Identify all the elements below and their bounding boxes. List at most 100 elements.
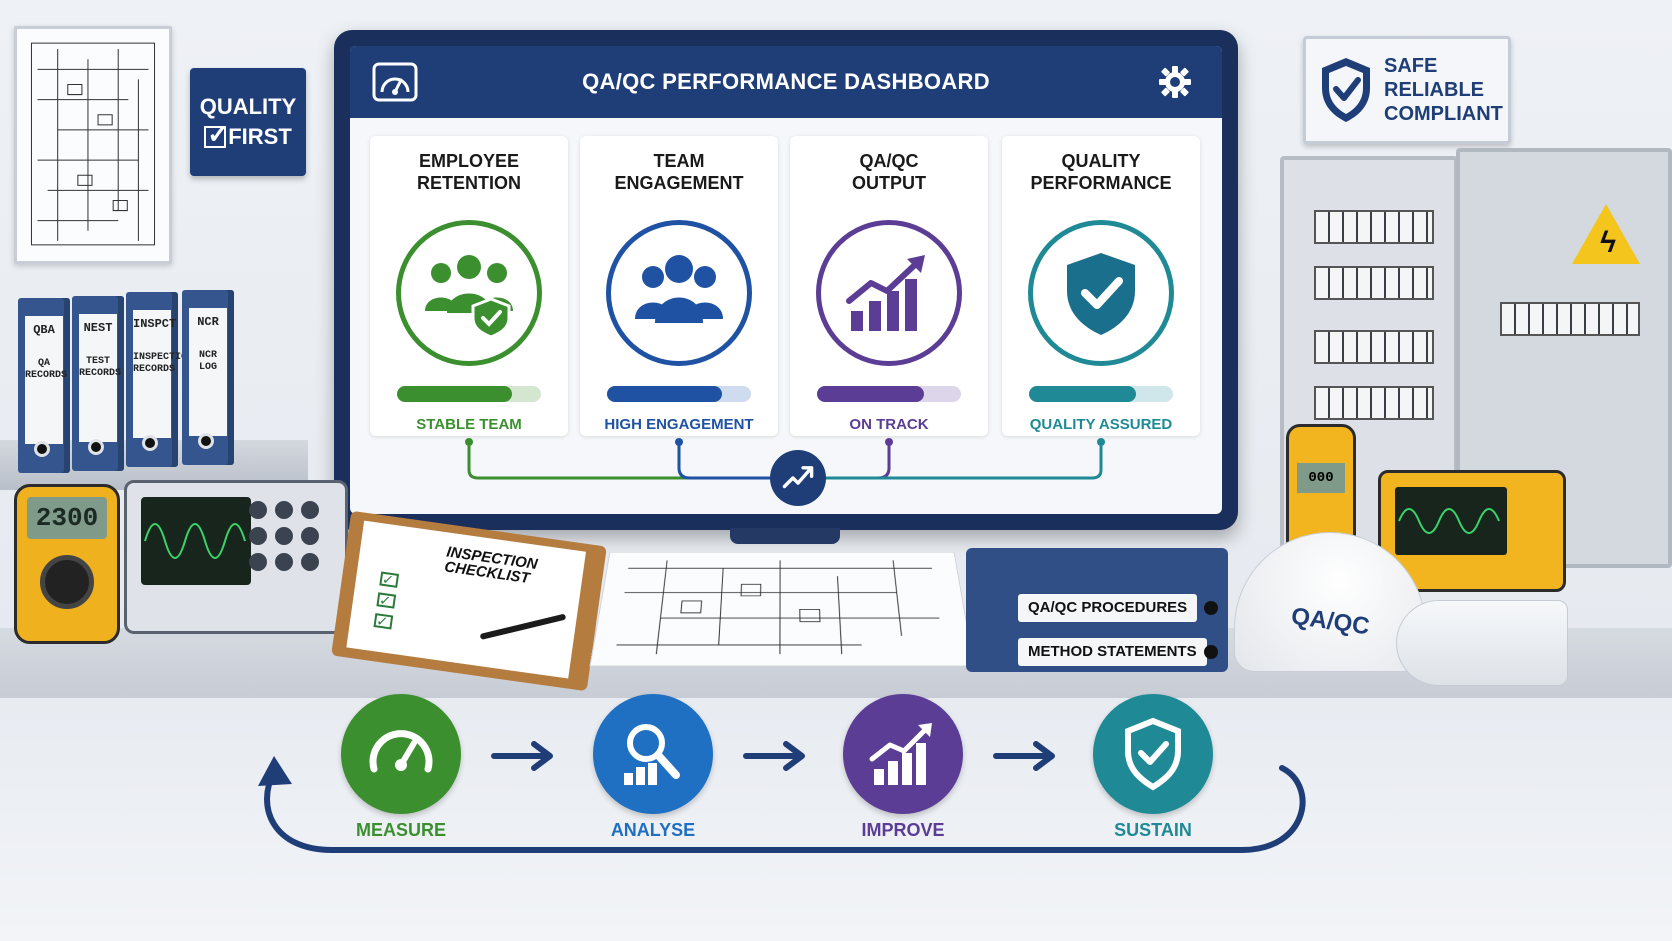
kpi-title: QA/QC OUTPUT: [790, 150, 988, 194]
dashboard-header: QA/QC PERFORMANCE DASHBOARD: [350, 46, 1222, 118]
kpi-progress-fill: [817, 386, 924, 402]
binder-label: NCR NCR LOG: [189, 308, 227, 436]
gear-icon[interactable]: [1158, 65, 1192, 99]
cycle-step-sustain[interactable]: SUSTAIN: [1088, 694, 1218, 841]
binder-ring-icon: [142, 435, 158, 451]
binder-ring-icon: [1204, 645, 1218, 659]
kpi-progress-bar: [817, 386, 961, 402]
clamp-meter-display: 000: [1297, 463, 1345, 493]
check-icon: ✓: [376, 592, 397, 609]
binder-code: INSPCT: [133, 317, 177, 331]
electrical-panel-left: [1280, 156, 1458, 556]
kpi-title-line1: TEAM: [653, 151, 705, 171]
binder-inspection-records[interactable]: INSPCT INSPECTION RECORDS: [126, 292, 193, 467]
binder-ring-icon: [198, 433, 214, 449]
arrow-right-icon: [491, 741, 553, 771]
kpi-hub[interactable]: [770, 450, 826, 506]
knob-icon: [275, 527, 293, 545]
inspection-checklist-clipboard: INSPECTION CHECKLIST ✓ ✓ ✓: [331, 510, 607, 692]
binder-test-records[interactable]: NEST TEST RECORDS: [72, 296, 124, 471]
compliant-line: COMPLIANT: [1384, 103, 1503, 125]
analyzer-screen: [1395, 487, 1507, 555]
binder-ring-icon: [1204, 601, 1218, 615]
shield-check-icon: [1067, 253, 1135, 335]
dashboard-title: QA/QC PERFORMANCE DASHBOARD: [582, 69, 990, 94]
kpi-progress-bar: [397, 386, 541, 402]
binder-label: QBA QA RECORDS: [25, 316, 67, 444]
monitor-stand: [730, 528, 840, 544]
kpi-progress-fill: [397, 386, 513, 402]
kpi-title-line1: QUALITY: [1061, 151, 1141, 171]
kpi-card-quality-performance[interactable]: QUALITY PERFORMANCE QUALITY ASSURED: [1002, 136, 1200, 436]
kpi-title-line2: PERFORMANCE: [1030, 173, 1172, 193]
kpi-icon-ring: [1028, 220, 1174, 366]
lightning-bolt-icon: ϟ: [1600, 226, 1616, 259]
oscilloscope-knobs: [249, 501, 329, 571]
breaker-row: [1314, 210, 1434, 244]
cycle-step-circle[interactable]: [593, 694, 713, 814]
checklist-items: ✓ ✓ ✓: [372, 571, 400, 637]
binder-ring-icon: [34, 441, 50, 457]
kpi-title: QUALITY PERFORMANCE: [1002, 150, 1200, 194]
kpi-title: EMPLOYEE RETENTION: [370, 150, 568, 194]
kpi-status: HIGH ENGAGEMENT: [604, 416, 754, 433]
cycle-step-measure[interactable]: MEASURE: [336, 694, 466, 841]
desk-schematic-drawing: [589, 551, 975, 667]
kpi-card-employee-retention[interactable]: EMPLOYEE RETENTION STABLE TEAM: [370, 136, 568, 436]
cycle-step-circle[interactable]: [341, 694, 461, 814]
binder-ring-icon: [88, 439, 104, 455]
binder-label: NEST TEST RECORDS: [79, 314, 122, 442]
quality-first-sign: QUALITY FIRST: [190, 68, 306, 176]
cycle-step-analyse[interactable]: ANALYSE: [588, 694, 718, 841]
people-icon: [635, 255, 723, 323]
pen-icon: [480, 614, 566, 640]
binder-label-qaqc-procedures[interactable]: QA/QC PROCEDURES: [1018, 594, 1198, 622]
knob-icon: [249, 553, 267, 571]
growth-chart-icon: [846, 255, 925, 331]
cycle-step-circle[interactable]: [843, 694, 963, 814]
binder-label-method-statements[interactable]: METHOD STATEMENTS: [1018, 638, 1207, 666]
trend-up-icon: [782, 466, 814, 489]
rolled-drawings: [1396, 600, 1568, 686]
breaker-row: [1314, 266, 1434, 300]
multimeter: 2300: [14, 484, 120, 644]
binder-qa-records[interactable]: QBA QA RECORDS: [18, 298, 70, 473]
hard-hat-label: QA/QC: [1289, 602, 1371, 641]
safe-reliable-compliant-sign: SAFE RELIABLE COMPLIANT: [1303, 36, 1511, 144]
cycle-step-label: ANALYSE: [610, 820, 696, 840]
gauge-icon: [372, 62, 418, 102]
knob-icon: [301, 501, 319, 519]
check-icon: ✓: [379, 571, 400, 588]
kpi-title-line1: EMPLOYEE: [418, 151, 520, 171]
arrow-right-icon: [993, 741, 1055, 771]
shield-check-icon: [1322, 58, 1370, 122]
oscilloscope-screen: [141, 497, 251, 585]
magnifier-chart-icon: [624, 724, 680, 785]
cycle-step-improve[interactable]: IMPROVE: [838, 694, 968, 841]
breaker-row: [1314, 330, 1434, 364]
waveform-icon: [1398, 508, 1500, 534]
multimeter-dial-icon: [40, 555, 94, 609]
warning-triangle-icon: [1572, 204, 1640, 264]
kpi-progress-fill: [1029, 386, 1136, 402]
multimeter-display: 2300: [27, 497, 107, 539]
cycle-step-circle[interactable]: [1093, 694, 1213, 814]
knob-icon: [301, 527, 319, 545]
binder-ncr-log[interactable]: NCR NCR LOG: [182, 290, 234, 465]
schematic-lines: [591, 553, 974, 666]
kpi-progress-bar: [607, 386, 751, 402]
checkbox-icon: [204, 119, 229, 149]
quality-first-row: FIRST: [204, 119, 292, 152]
knob-icon: [275, 553, 293, 571]
knob-icon: [249, 501, 267, 519]
team-shield-icon: [425, 255, 513, 337]
kpi-card-qaqc-output[interactable]: QA/QC OUTPUT ON TRACK: [790, 136, 988, 436]
schematic-lines: [30, 42, 156, 246]
binder-title: TEST RECORDS: [79, 356, 122, 379]
reliable-line: RELIABLE: [1384, 79, 1484, 101]
knob-icon: [301, 553, 319, 571]
kpi-card-team-engagement[interactable]: TEAM ENGAGEMENT HIGH ENGAGEMENT: [580, 136, 778, 436]
oscilloscope: [124, 480, 348, 634]
knob-icon: [275, 501, 293, 519]
cycle-step-label: IMPROVE: [861, 820, 945, 840]
